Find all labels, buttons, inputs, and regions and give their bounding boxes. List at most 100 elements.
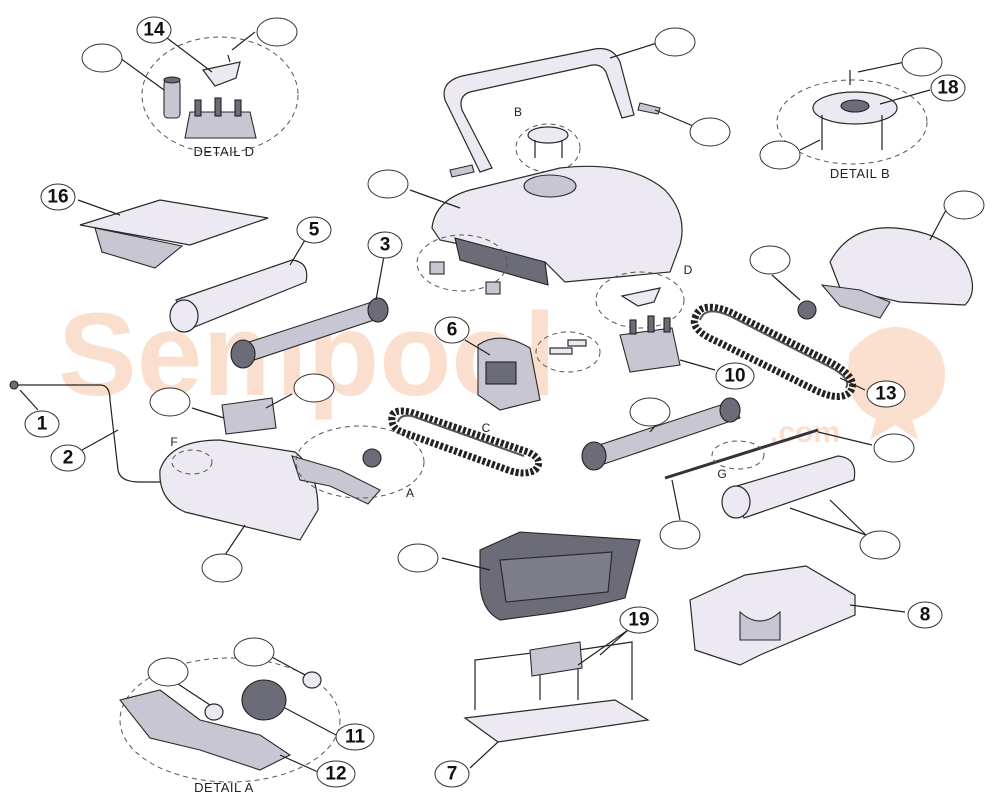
leader-b-post — [799, 139, 821, 151]
handle-group: B — [443, 47, 661, 178]
empty-callout — [147, 657, 189, 687]
callout-19-number: 19 — [628, 610, 649, 631]
top-cover-side — [454, 237, 549, 286]
leader-handle — [609, 41, 661, 59]
callout-12-number: 12 — [325, 764, 346, 785]
leader-12 — [279, 754, 319, 773]
leader-3 — [375, 255, 385, 301]
leader-roller-a — [829, 499, 867, 536]
detail-a-washer — [302, 671, 322, 689]
carry-handle — [443, 47, 635, 173]
leader-2 — [81, 429, 119, 451]
drive-shaft-gear-left — [230, 339, 256, 369]
filter-basket — [479, 531, 641, 621]
callout-3-number: 3 — [380, 235, 391, 256]
cover-clip-1 — [429, 261, 445, 275]
filter-frame-base — [463, 699, 650, 743]
leader-lines — [19, 31, 947, 773]
leader-side-plate-left — [224, 524, 246, 556]
callout-7: 7 — [434, 760, 470, 788]
empty-callout — [759, 140, 801, 170]
watermark-domain: .com — [770, 416, 840, 449]
motor-housing-d — [184, 111, 257, 139]
label-b: B — [514, 105, 522, 119]
leader-19-b — [577, 629, 629, 666]
detail-f-circle — [171, 449, 213, 475]
axle-rod — [664, 428, 819, 480]
impeller-blade — [201, 61, 241, 87]
leader-detail-a-washer — [267, 654, 306, 676]
pump-impeller — [620, 287, 662, 307]
leader-cover — [409, 189, 461, 209]
motor-pin-2 — [214, 97, 222, 117]
leader-side-plate — [929, 209, 947, 241]
callout-2-number: 2 — [63, 448, 74, 469]
numbered-callouts: 14 18 16 5 3 6 10 13 — [24, 16, 966, 788]
leader-axle-end — [671, 479, 681, 521]
top-cover-vent — [523, 174, 577, 198]
empty-callout — [629, 397, 671, 427]
detail-a-ref-circle — [295, 425, 425, 499]
empty-callout — [749, 245, 791, 275]
motor-pin-3 — [234, 99, 242, 117]
leader-latch-right — [265, 393, 293, 409]
drive-shaft-group — [230, 297, 389, 369]
rear-shaft-gear-right — [719, 397, 741, 423]
leader-b-screw — [857, 61, 906, 73]
empty-callout — [397, 543, 439, 573]
leader-19-a — [599, 629, 629, 656]
leader-5 — [289, 239, 306, 266]
cover-clip-circle — [416, 234, 508, 292]
filter-frame-left — [474, 651, 541, 710]
callout-10-number: 10 — [724, 366, 745, 387]
detail-b-label: DETAIL B — [830, 166, 890, 181]
empty-callout — [81, 43, 123, 73]
debris-bag — [689, 565, 856, 666]
callout-19: 19 — [619, 606, 659, 634]
top-cover-group — [416, 165, 683, 295]
leader-6 — [464, 339, 491, 356]
drive-motor-block — [485, 361, 517, 385]
pump-motor-group: D — [595, 263, 693, 373]
rear-foam-roller-group — [721, 455, 856, 519]
foam-roller-end — [169, 299, 199, 333]
label-a: A — [406, 486, 414, 500]
left-bracket — [291, 455, 381, 505]
label-d: D — [684, 263, 693, 277]
empty-callouts — [81, 17, 985, 687]
motor-pin-a — [549, 347, 573, 355]
callout-18-number: 18 — [937, 78, 958, 99]
callout-13-number: 13 — [875, 384, 896, 405]
leader-14 — [166, 37, 213, 73]
callout-11: 11 — [335, 723, 375, 751]
impeller-hub — [840, 99, 870, 113]
empty-callout — [659, 520, 701, 550]
side-latch — [221, 397, 277, 435]
debris-bag-inner — [739, 610, 781, 641]
filter-cap-post — [163, 79, 181, 119]
right-side-plate — [829, 227, 974, 306]
cover-clip-2 — [485, 281, 501, 295]
callout-5: 5 — [296, 216, 332, 244]
axle-g-group: G — [664, 428, 819, 481]
left-gear — [362, 448, 382, 468]
drive-motor-group — [477, 331, 601, 411]
leader-16 — [77, 199, 121, 216]
empty-callout — [859, 530, 901, 560]
callout-18: 18 — [930, 74, 966, 102]
detail-a-label: DETAIL A — [194, 780, 254, 795]
left-side-plate — [159, 439, 319, 541]
filter-lid-top — [79, 199, 269, 246]
callout-11-number: 11 — [345, 727, 366, 748]
pump-pin-1 — [629, 319, 637, 335]
empty-callout — [873, 433, 915, 463]
motor-pin-b — [567, 339, 587, 347]
motor-pin-1 — [194, 99, 202, 117]
pump-pin-3 — [663, 317, 671, 333]
debris-bag-group — [689, 565, 856, 666]
leader-roller-b — [789, 507, 867, 536]
handle-pin-right — [637, 102, 661, 115]
empty-callout — [201, 553, 243, 583]
grate-small — [527, 126, 569, 144]
leader-latch-left — [191, 407, 225, 419]
